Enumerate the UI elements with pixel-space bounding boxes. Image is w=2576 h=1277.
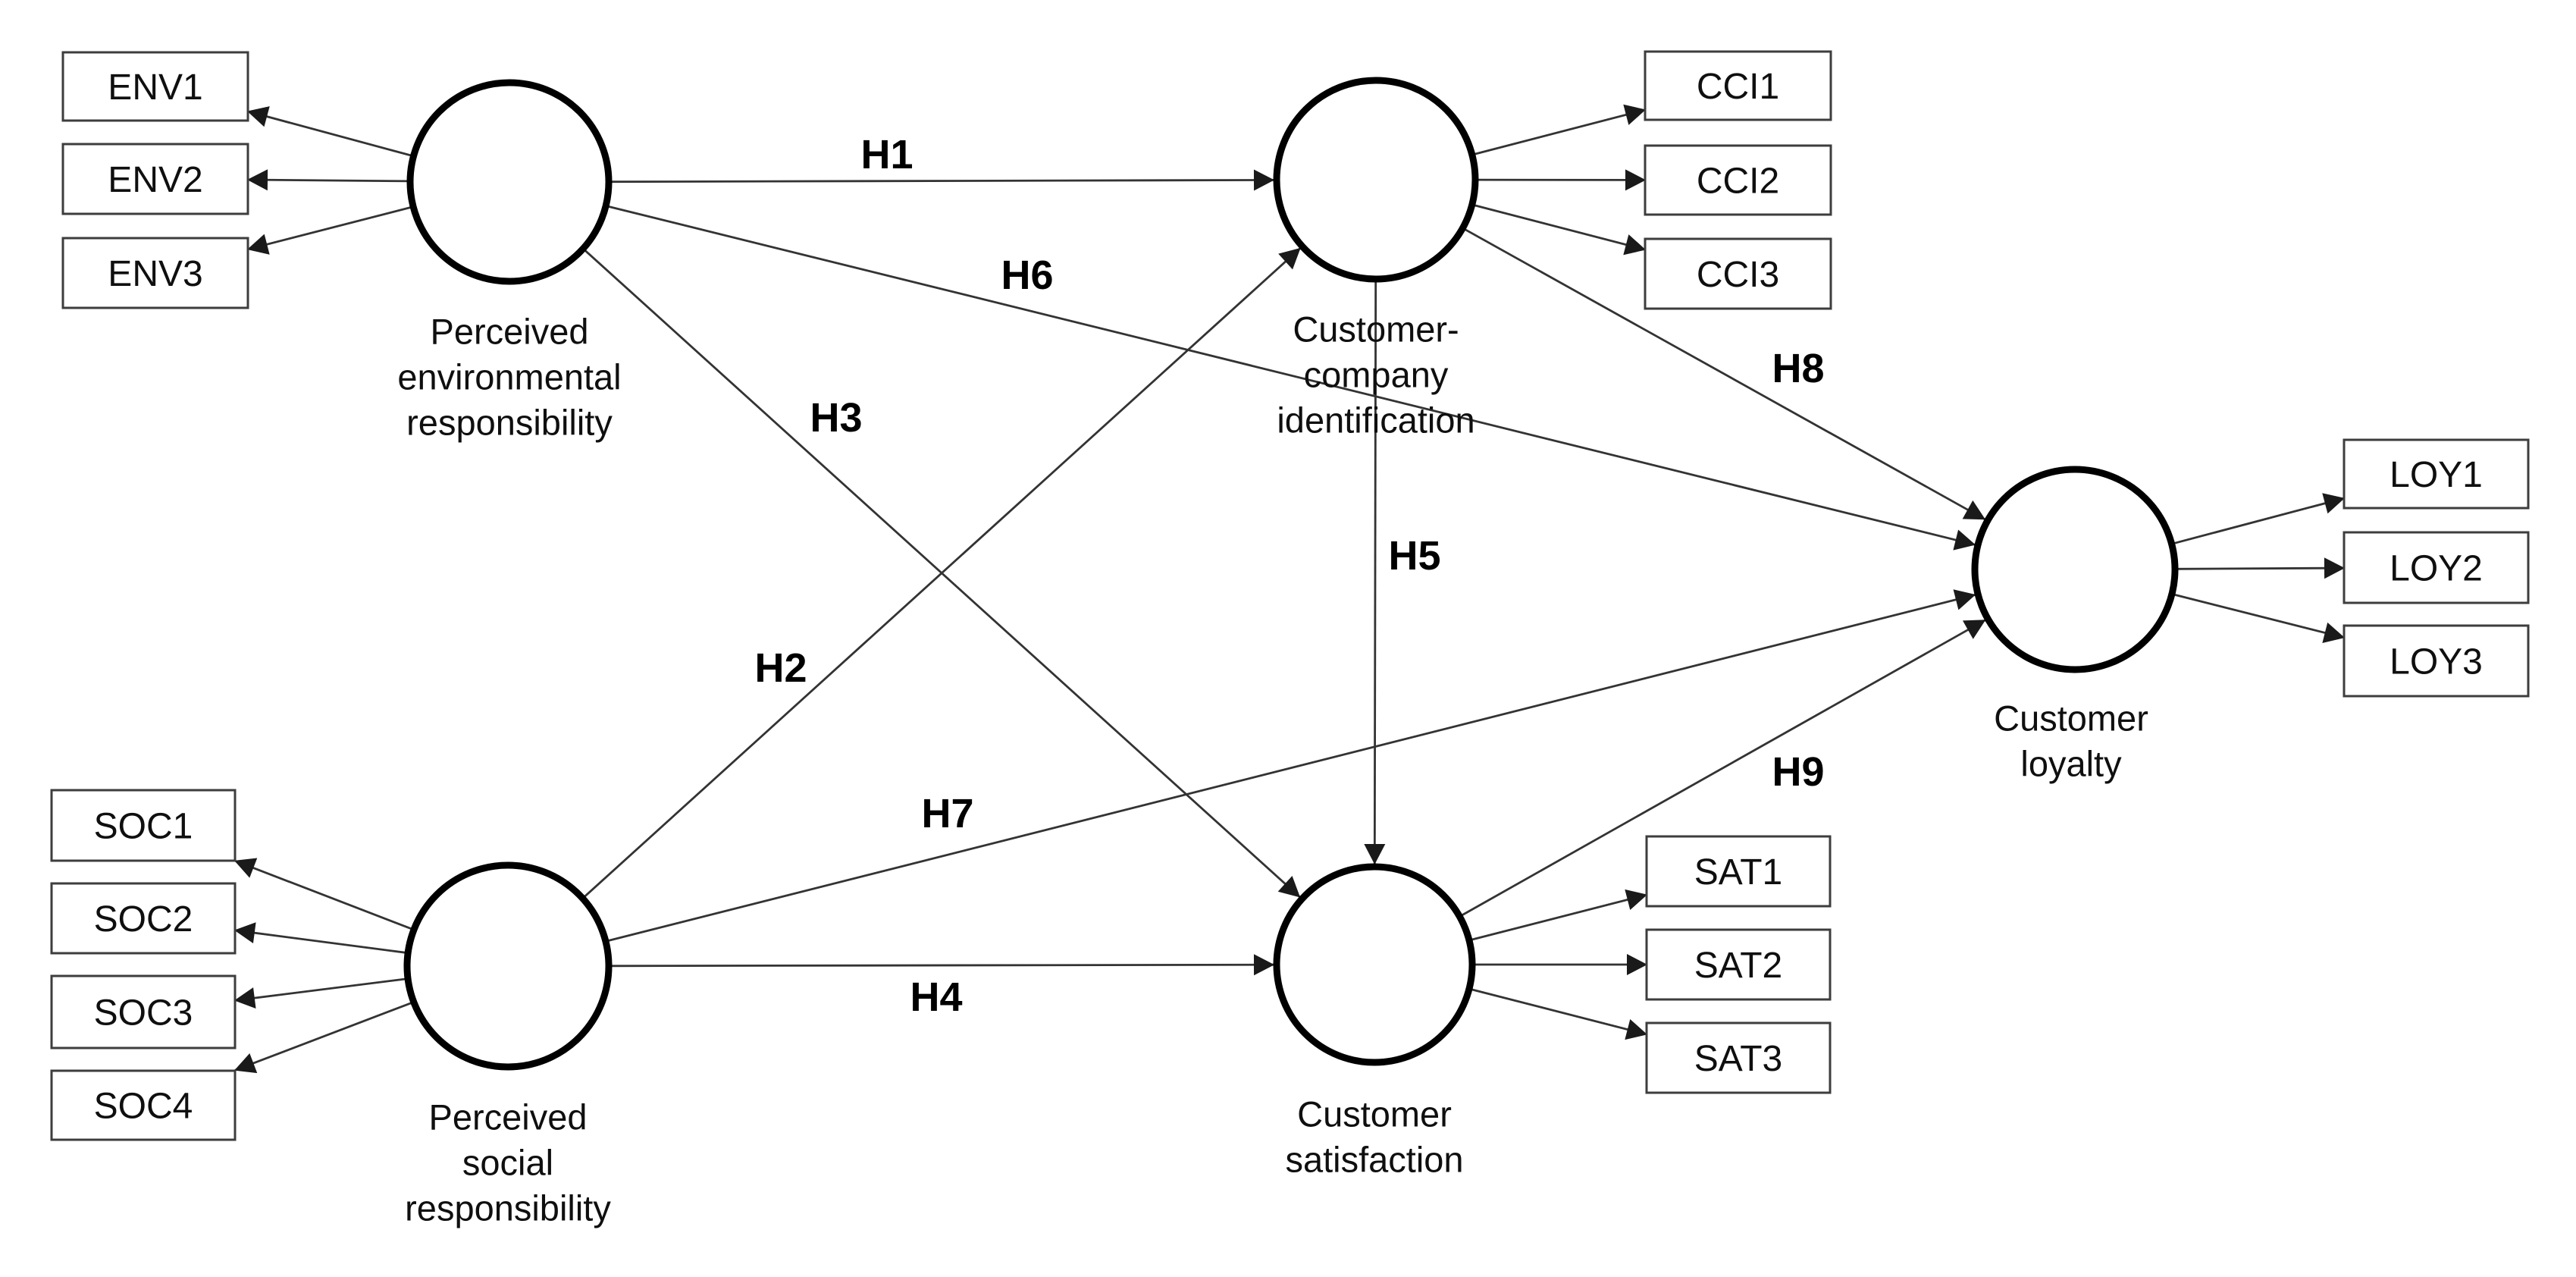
latent-node-customer-satisfaction — [1273, 863, 1476, 1066]
indicator-box-SAT2 — [1645, 928, 1832, 1001]
hypothesis-label-H8: H8 — [1772, 346, 1824, 391]
measurement-arrow-LOY3 — [2171, 593, 2345, 643]
indicator-box-SAT1 — [1645, 835, 1832, 908]
measurement-arrow-CCI3 — [1471, 203, 1646, 256]
indicator-label-LOY2: LOY2 — [2390, 548, 2483, 588]
hypothesis-label-H2: H2 — [754, 645, 807, 691]
measurement-arrow-SOC4 — [234, 1001, 415, 1074]
indicator-label-LOY3: LOY3 — [2390, 642, 2483, 682]
latent-node-customer-loyalty — [1971, 466, 2179, 673]
indicator-box-SOC4 — [50, 1069, 237, 1141]
measurement-arrow-SOC3 — [234, 977, 409, 1009]
indicator-box-ENV1 — [61, 51, 249, 122]
indicator-label-ENV2: ENV2 — [108, 160, 202, 200]
node-layer — [50, 50, 2530, 1141]
measurement-arrow-SOC1 — [234, 858, 415, 931]
latent-node-perceived-environmental-responsibility — [406, 79, 613, 285]
path-arrow-H7 — [605, 589, 1976, 943]
hypothesis-label-H5: H5 — [1388, 533, 1440, 579]
indicator-label-CCI2: CCI2 — [1697, 161, 1779, 201]
indicator-label-CCI3: CCI3 — [1697, 255, 1779, 295]
hypothesis-label-H4: H4 — [910, 974, 962, 1020]
indicator-box-SOC3 — [50, 974, 237, 1050]
measurement-arrow-SAT3 — [1468, 987, 1647, 1040]
measurement-arrow-ENV3 — [247, 206, 414, 255]
measurement-arrow-SOC2 — [234, 922, 409, 955]
indicator-box-LOY1 — [2343, 438, 2530, 510]
path-arrow-H6 — [605, 205, 1976, 551]
indicator-box-SOC1 — [50, 789, 237, 862]
indicator-box-SAT3 — [1645, 1021, 1832, 1094]
indicator-label-SAT3: SAT3 — [1694, 1039, 1782, 1079]
indicator-label-SOC1: SOC1 — [94, 806, 193, 846]
indicator-box-CCI2 — [1644, 144, 1832, 216]
path-arrow-H9 — [1459, 619, 1986, 918]
indicator-label-CCI1: CCI1 — [1697, 67, 1779, 107]
indicator-label-LOY1: LOY1 — [2390, 455, 2483, 495]
path-arrow-H5 — [1364, 278, 1386, 864]
path-arrow-H4 — [608, 954, 1274, 976]
hypothesis-label-H9: H9 — [1772, 749, 1824, 795]
indicator-label-SOC4: SOC4 — [94, 1086, 193, 1126]
indicator-label-SOC3: SOC3 — [94, 993, 193, 1033]
latent-node-perceived-social-responsibility — [403, 861, 613, 1071]
indicator-label-ENV3: ENV3 — [108, 254, 202, 294]
hypothesis-label-H3: H3 — [810, 395, 862, 441]
indicator-box-SOC2 — [50, 882, 237, 955]
indicator-box-CCI1 — [1644, 50, 1832, 121]
hypothesis-label-H7: H7 — [921, 791, 973, 836]
measurement-arrow-ENV1 — [247, 106, 414, 158]
hypothesis-label-H6: H6 — [1001, 253, 1053, 298]
hypothesis-label-H1: H1 — [860, 132, 913, 177]
path-arrow-H8 — [1462, 227, 1986, 521]
measurement-arrow-LOY2 — [2174, 557, 2345, 579]
measurement-arrow-CCI1 — [1471, 104, 1646, 156]
indicator-box-LOY3 — [2343, 624, 2530, 698]
latent-node-customer-company-identification — [1273, 77, 1479, 283]
indicator-box-LOY2 — [2343, 531, 2530, 604]
path-arrow-H1 — [608, 169, 1274, 191]
indicator-label-ENV1: ENV1 — [108, 67, 202, 108]
measurement-arrow-SAT1 — [1468, 889, 1647, 942]
indicator-box-ENV3 — [61, 237, 249, 309]
indicator-label-SAT1: SAT1 — [1694, 852, 1782, 893]
measurement-arrow-ENV2 — [247, 169, 411, 191]
path-arrow-H3 — [582, 247, 1301, 898]
indicator-box-CCI3 — [1644, 237, 1832, 310]
indicator-label-SAT2: SAT2 — [1694, 946, 1782, 986]
indicator-box-ENV2 — [61, 143, 249, 215]
indicator-label-SOC2: SOC2 — [94, 899, 193, 940]
arrow-layer — [234, 104, 2345, 1074]
measurement-arrow-LOY1 — [2171, 493, 2345, 545]
